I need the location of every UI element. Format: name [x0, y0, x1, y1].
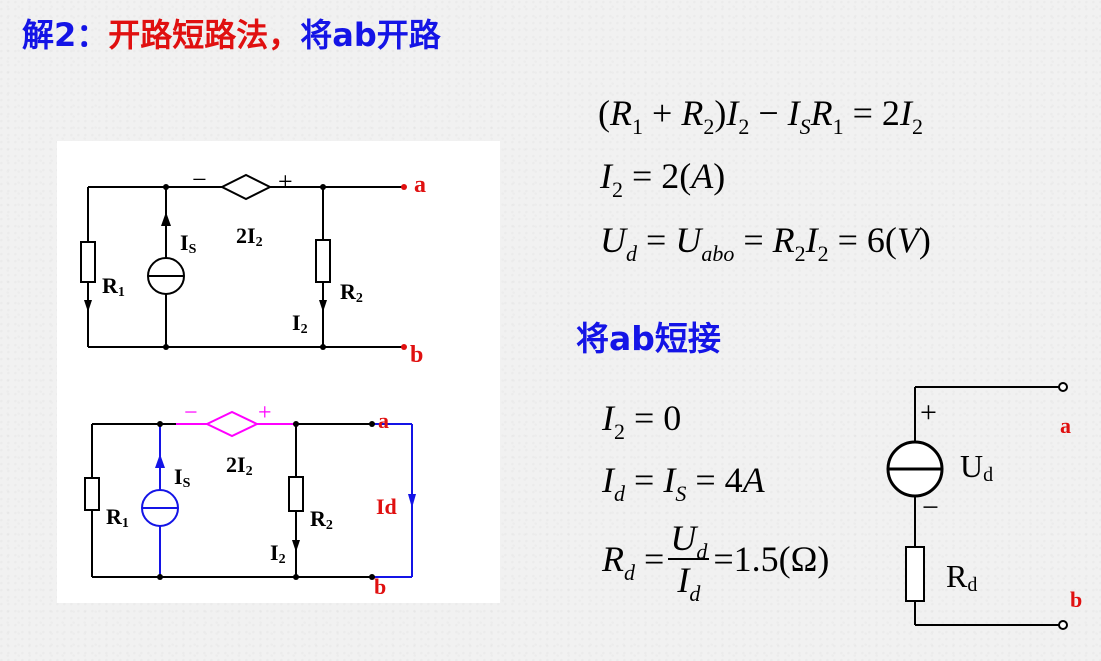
- dep-short-value: 2I: [226, 452, 246, 477]
- dep-minus: −: [192, 165, 207, 194]
- ud-plus: +: [920, 396, 937, 429]
- i2-short-sub: 2: [279, 552, 286, 567]
- r2-short-sub: 2: [326, 518, 333, 533]
- dependent-source-icon: [219, 173, 273, 201]
- open-eq-2: I2 = 2(A): [600, 156, 726, 202]
- ud-minus: −: [922, 491, 939, 524]
- dep-value: 2I: [236, 223, 256, 248]
- is-label: I: [180, 230, 189, 255]
- i2-short-label: I: [270, 540, 279, 565]
- r1-sub: 1: [118, 285, 125, 300]
- r2-short-label: R: [310, 506, 327, 531]
- svg-text:I2: I2: [292, 310, 308, 337]
- svg-text:Rd: Rd: [946, 558, 977, 596]
- open-eq-1: (R1 + R2)I2 − ISR1 = 2I2: [598, 93, 923, 139]
- circuit-panel: [57, 141, 500, 603]
- svg-text:IS: IS: [180, 230, 197, 257]
- i2-sub: 2: [301, 322, 308, 337]
- svg-text:R1: R1: [102, 273, 125, 300]
- short-heading: 将ab短接: [576, 319, 721, 358]
- svg-text:I2: I2: [270, 540, 286, 567]
- svg-text:R1: R1: [106, 504, 129, 531]
- dep-short-plus: +: [258, 400, 272, 426]
- r2-sub: 2: [356, 291, 363, 306]
- svg-text:Ud: Ud: [960, 448, 993, 486]
- dep-short-sub: 2: [246, 464, 253, 479]
- dep-sub: 2: [256, 235, 263, 250]
- svg-text:R2: R2: [340, 279, 363, 306]
- node-b-short-label: b: [374, 574, 386, 599]
- thevenin-node-b: b: [1070, 587, 1082, 612]
- node-a-label: a: [414, 172, 426, 198]
- svg-text:2I2: 2I2: [236, 223, 263, 250]
- r1-resistor: [80, 241, 96, 283]
- title-prefix: 解2：: [22, 16, 109, 54]
- thevenin-node-a: a: [1060, 413, 1071, 438]
- thevenin-equivalent-diagram: + − Ud Rd a b: [886, 382, 1082, 630]
- node-a-short-label: a: [378, 408, 389, 433]
- is-short-sub: S: [183, 476, 191, 491]
- short-eq-1: I2 = 0: [602, 398, 682, 444]
- node-b-label: b: [410, 342, 423, 368]
- rd-resistor: [905, 546, 925, 602]
- dep-plus: +: [278, 167, 293, 196]
- open-circuit-diagram: − + 2I2 IS R1 R2 I2 a b: [80, 165, 426, 368]
- ud-label: U: [960, 448, 983, 484]
- title-method: 开路短路法，: [108, 16, 301, 54]
- r1-short-sub: 1: [122, 516, 129, 531]
- id-label: Id: [376, 494, 397, 519]
- svg-text:2I2: 2I2: [226, 452, 253, 479]
- r2-resistor: [315, 239, 331, 283]
- svg-text:IS: IS: [174, 464, 191, 491]
- svg-text:R2: R2: [310, 506, 333, 533]
- dependent-source-short-icon: [204, 410, 260, 438]
- r1-label: R: [102, 273, 119, 298]
- r2-short-resistor: [288, 476, 304, 512]
- slide-title: 解2：开路短路法，将ab开路: [22, 10, 441, 56]
- ud-sub: d: [983, 464, 993, 486]
- i2-label: I: [292, 310, 301, 335]
- r1-short-resistor: [84, 477, 100, 511]
- is-short-label: I: [174, 464, 183, 489]
- dep-short-minus: −: [184, 400, 198, 426]
- title-step: 将ab开路: [300, 16, 441, 54]
- short-eq-2: Id = IS = 4A: [602, 460, 765, 506]
- r1-short-label: R: [106, 504, 123, 529]
- rd-label: R: [946, 558, 968, 594]
- short-circuit-diagram: − + 2I2 IS R1 R2 I2 Id a b: [84, 400, 416, 599]
- r2-label: R: [340, 279, 357, 304]
- open-eq-3: Ud = Uabo = R2I2 = 6(V): [600, 220, 931, 266]
- rd-sub: d: [967, 574, 977, 596]
- is-sub: S: [189, 242, 197, 257]
